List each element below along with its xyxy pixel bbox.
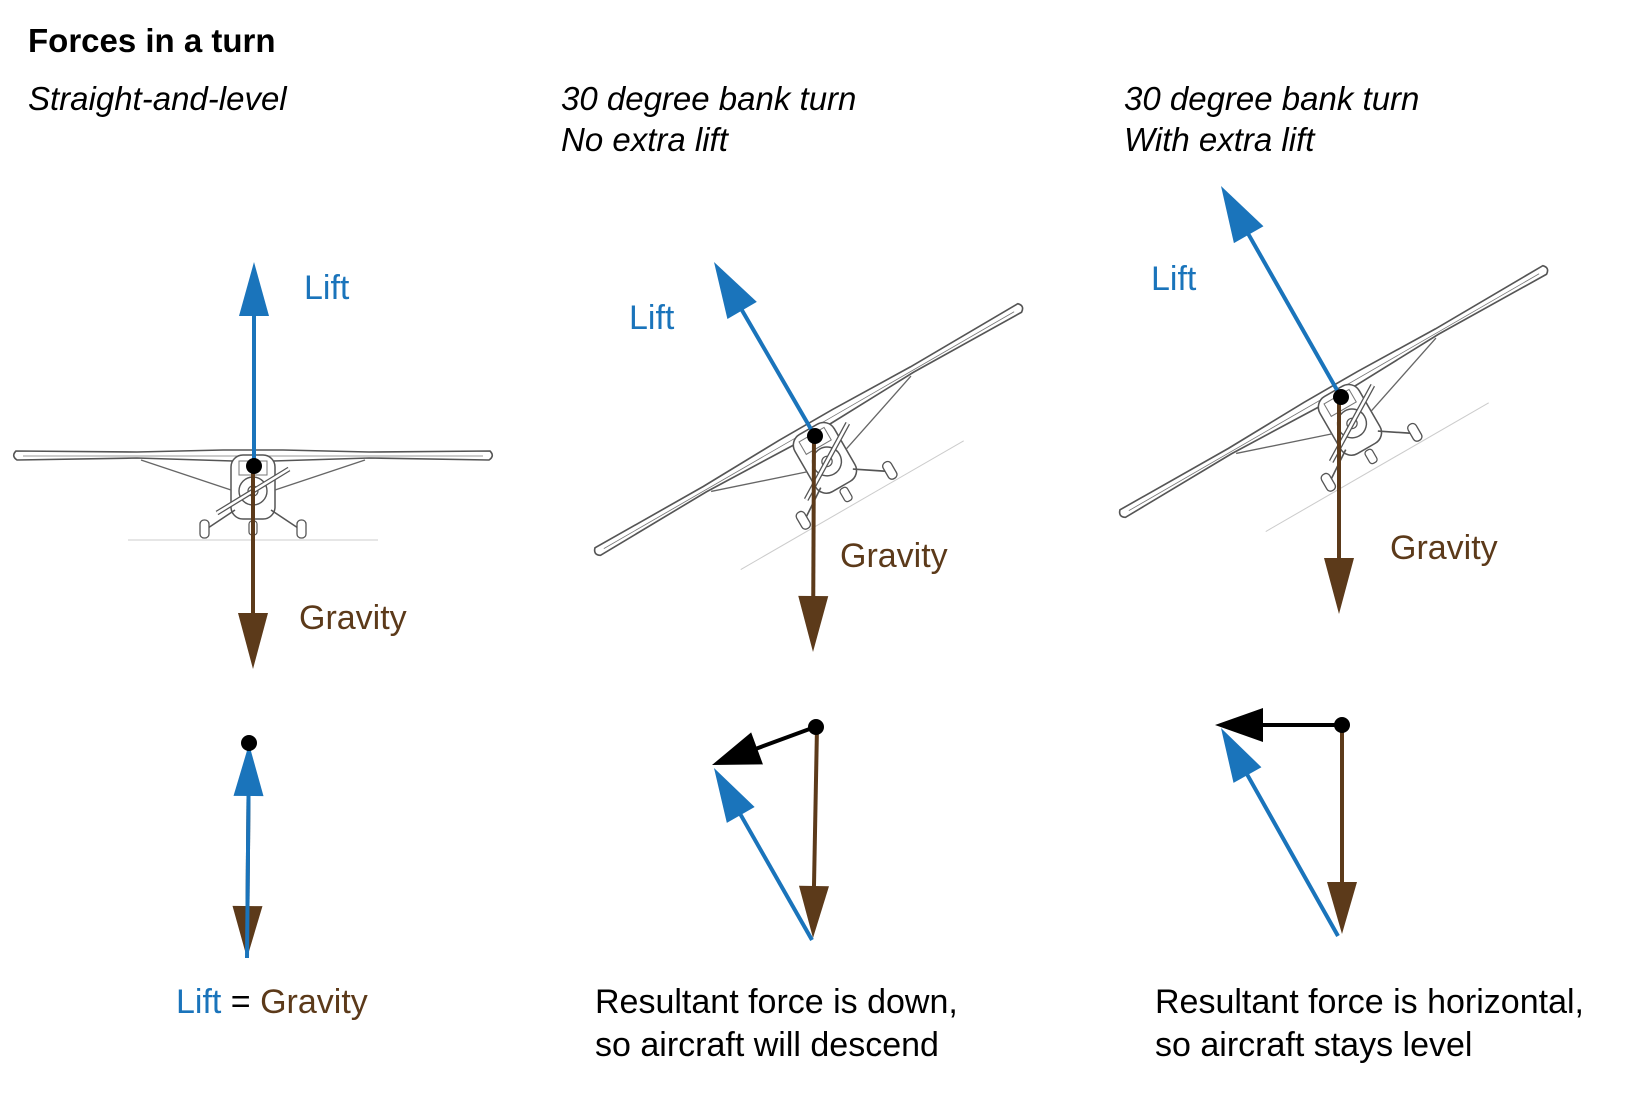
panel-3-heading-line-2: With extra lift (1124, 121, 1315, 158)
panel-2-gravity-arrow-shaft (811, 435, 816, 599)
panel-3-lift-arrow-head (1221, 186, 1264, 244)
panel-3-triangle-dot (1334, 717, 1350, 733)
panel-3-gravity-label: Gravity (1390, 529, 1498, 567)
panel-1-sum-dot (241, 735, 257, 751)
panel-1-lift-arrow-head (239, 262, 269, 316)
panel-2-triangle-lift-arrow (714, 768, 814, 941)
panel-2-resultant-arrow (712, 725, 816, 765)
panel-3-heading: 30 degree bank turn With extra lift (1124, 78, 1419, 160)
panel-1-gravity-arrow-head (238, 613, 268, 669)
panel-2-gravity-label: Gravity (840, 537, 948, 575)
panel-2-heading: 30 degree bank turn No extra lift (561, 78, 856, 160)
panel-2-triangle-gravity-arrow-shaft (811, 726, 819, 889)
panel-3-lift-arrow-shaft (1245, 231, 1343, 398)
panel-3-lift-label: Lift (1151, 260, 1197, 298)
panel-2-caption: Resultant force is down, so aircraft wil… (595, 981, 958, 1067)
panel-1-caption-equals: = (221, 983, 261, 1021)
panel-2-lift-arrow-shaft (739, 307, 817, 438)
panel-2-lift-arrow (714, 262, 817, 438)
panel-2-triangle-lift-arrow-shaft (738, 812, 814, 941)
panel-3-resultant-arrow-head (1215, 708, 1263, 742)
aircraft-layer (14, 264, 1591, 629)
panel-2-lift-arrow-head (714, 262, 757, 319)
panel-3-center-dot (1333, 389, 1349, 405)
panel-1-lift-label: Lift (304, 269, 350, 307)
panel-2-resultant-arrow-head (712, 732, 763, 765)
panel-3-caption: Resultant force is horizontal, so aircra… (1155, 981, 1584, 1067)
panel-1-caption-gravity: Gravity (260, 983, 368, 1021)
force-vectors (232, 186, 1357, 959)
panel-1-caption-lift: Lift (176, 983, 222, 1021)
panel-2-triangle-gravity-arrow (798, 726, 829, 938)
diagram-title: Forces in a turn (28, 22, 276, 59)
panel-3-lift-arrow (1221, 186, 1343, 398)
panel-3-triangle-gravity-arrow-head (1327, 882, 1357, 934)
panel-3-triangle-lift-arrow-shaft (1244, 772, 1340, 937)
panel-2-gravity-arrow-head (798, 595, 829, 652)
panel-2-heading-line-1: 30 degree bank turn (561, 80, 857, 117)
aircraft-panel-2 (592, 302, 1065, 629)
panel-1-sum-lift-arrow-head (233, 744, 264, 797)
panel-1-caption: Lift = Gravity (176, 982, 368, 1022)
panel-3-caption-line-2: so aircraft stays level (1155, 1026, 1473, 1064)
panel-2-triangle-gravity-arrow-head (798, 885, 829, 938)
panel-2-caption-line-2: so aircraft will descend (595, 1026, 939, 1064)
panel-2-gravity-arrow (798, 435, 829, 652)
panel-2-lift-label: Lift (629, 299, 675, 337)
panel-3-heading-line-1: 30 degree bank turn (1124, 80, 1420, 117)
panel-2-triangle-dot (808, 719, 824, 735)
panel-2-center-dot (807, 428, 823, 444)
panel-2-resultant-arrow-shaft (754, 725, 816, 751)
panel-1-heading-line-1: Straight-and-level (28, 80, 287, 117)
panel-3-gravity-arrow (1324, 397, 1354, 614)
panel-3-triangle-gravity-arrow (1327, 725, 1357, 934)
panel-1-center-dot (246, 458, 262, 474)
panel-3-triangle-lift-arrow (1221, 728, 1340, 937)
panel-1-sum-lift-arrow (233, 744, 264, 959)
panel-2-heading-line-2: No extra lift (561, 121, 728, 158)
panel-2-caption-line-1: Resultant force is down, (595, 983, 958, 1021)
panel-1-heading: Straight-and-level (28, 78, 287, 119)
aircraft-panel-3 (1117, 264, 1590, 591)
panel-3-gravity-arrow-head (1324, 558, 1354, 614)
panel-1-lift-arrow (239, 262, 269, 464)
panel-1-gravity-arrow (238, 464, 268, 669)
panel-2-triangle-lift-arrow-head (714, 768, 755, 823)
panel-1-sum-lift-arrow-shaft (245, 793, 251, 959)
panel-3-caption-line-1: Resultant force is horizontal, (1155, 983, 1584, 1021)
panel-3-triangle-lift-arrow-head (1221, 728, 1262, 783)
panel-1-gravity-label: Gravity (299, 599, 407, 637)
panel-3-resultant-arrow (1215, 708, 1341, 742)
